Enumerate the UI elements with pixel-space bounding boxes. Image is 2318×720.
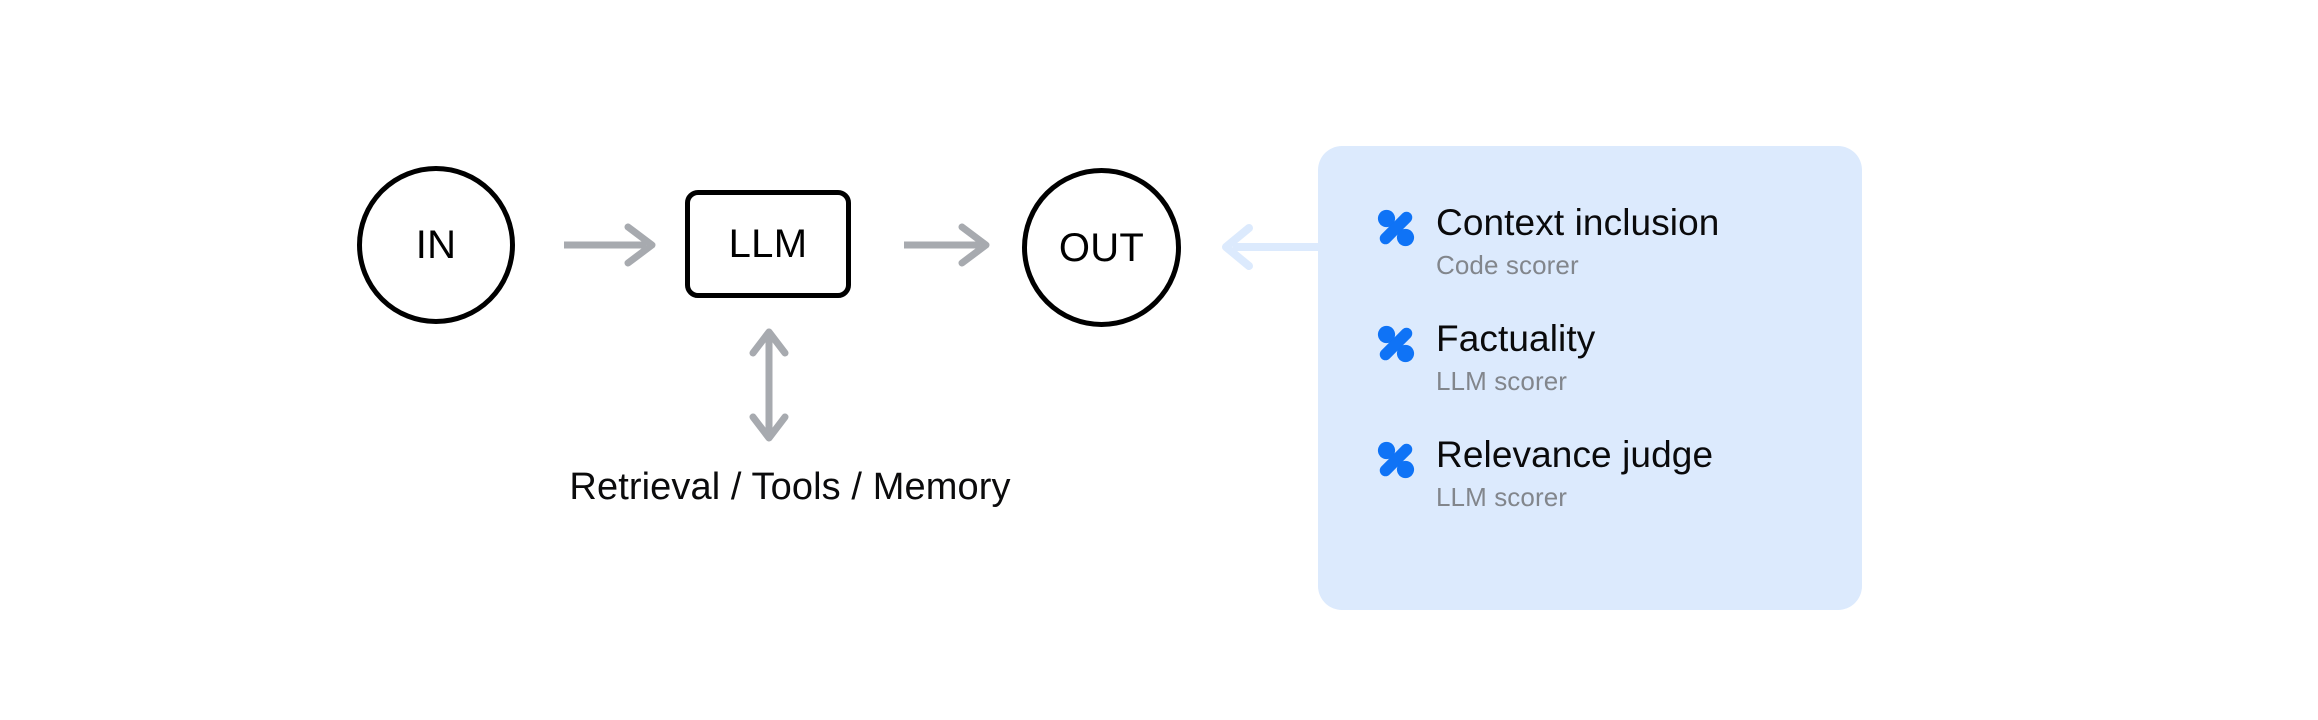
percent-scorer-icon: [1377, 209, 1415, 247]
scorer-title: Relevance judge: [1436, 433, 1714, 475]
arrow-right-icon: [564, 223, 656, 267]
scorer-subtitle: LLM scorer: [1436, 482, 1568, 513]
node-llm: LLM: [685, 190, 851, 298]
arrow-right-icon: [904, 223, 990, 267]
tools-caption: Retrieval / Tools / Memory: [569, 466, 1011, 508]
node-llm-label: LLM: [728, 222, 808, 266]
scorer-texts: Factuality LLM scorer: [1436, 318, 1595, 398]
scorer-item[interactable]: Context inclusion Code scorer: [1318, 202, 1862, 282]
scorer-item[interactable]: Factuality LLM scorer: [1318, 318, 1862, 398]
node-in: IN: [357, 166, 515, 324]
scorer-subtitle: Code scorer: [1436, 250, 1579, 281]
scorer-item[interactable]: Relevance judge LLM scorer: [1318, 434, 1862, 514]
arrow-up-down-icon: [749, 328, 789, 442]
scorer-title: Context inclusion: [1436, 202, 1720, 243]
node-out: OUT: [1022, 168, 1181, 327]
arrow-left-icon: [1222, 224, 1325, 270]
scorer-subtitle: LLM scorer: [1436, 366, 1568, 397]
node-in-label: IN: [415, 223, 457, 267]
scorer-texts: Relevance judge LLM scorer: [1436, 434, 1713, 514]
scorer-texts: Context inclusion Code scorer: [1436, 202, 1719, 282]
percent-scorer-icon: [1377, 325, 1415, 363]
percent-scorer-icon: [1377, 441, 1415, 478]
node-out-label: OUT: [1058, 225, 1145, 270]
scorers-panel: Context inclusion Code scorer Factuality…: [1318, 146, 1862, 610]
scorer-title: Factuality: [1436, 317, 1596, 359]
